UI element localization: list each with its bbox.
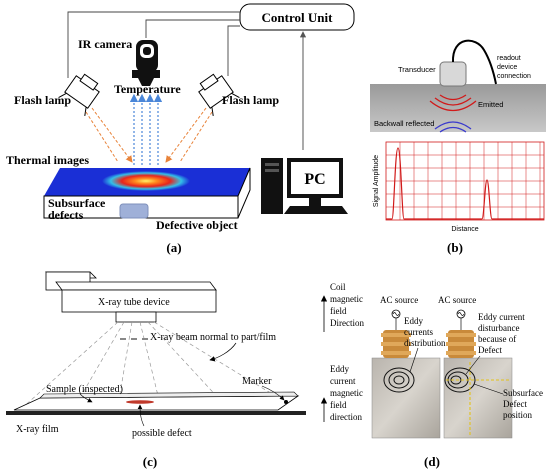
coil-label-1: Coil [330,282,346,292]
ac-source-right-label: AC source [438,295,476,305]
wire-right-lamp [227,25,240,76]
possible-defect-label: possible defect [132,428,192,439]
defective-object-label: Defective object [156,218,238,232]
disturbance-pointer [465,355,481,375]
ac-source-left-label: AC source [380,295,418,305]
pc-label: PC [304,171,325,188]
xray-film [6,411,306,415]
thermal-images-label: Thermal images [6,153,89,167]
readout-label-3: connection [497,73,531,80]
eddy-label-5: direction [330,412,362,422]
xray-beam-label: X-ray beam normal to part/film [150,332,276,343]
transducer-icon [439,61,467,87]
xray-tube-front-top [55,281,217,291]
ac-source-left-icon [391,309,401,319]
readout-label-2: device [497,64,517,71]
xray-beam-lines [19,321,283,411]
subsurface-label-1: Subsurface [503,388,543,398]
disturbance-label-1: Eddy current [478,312,525,322]
xray-tube-nozzle [115,311,157,323]
eddy-label-4: field [330,400,347,410]
signal-chart [385,141,545,221]
xray-beam-dashes [120,338,148,340]
subsurface-label-3: position [503,410,533,420]
caption-b: (b) [447,240,463,255]
wire-camera [145,19,240,38]
ecd-label-1: Eddy [404,316,423,326]
signal-amplitude-label: Signal Amplitude [373,155,380,207]
test-plate-left [371,357,441,439]
material-block [370,84,546,132]
sample-label: Sample (inspected) [46,384,123,395]
caption-a: (a) [166,240,181,255]
coil-right-icon [446,318,476,358]
defect-pointer [137,404,145,427]
emitted-label: Emitted [478,100,503,109]
temperature-arrows [129,93,163,165]
object-side-face [237,167,251,219]
caption-c: (c) [143,454,157,469]
backwall-reflected-label: Backwall reflected [374,119,434,128]
ac-source-right-icon [456,309,466,319]
coil-left-icon [381,318,411,358]
temperature-label: Temperature [114,82,181,96]
backwall-reflected-waves [434,121,472,133]
pc-icon [261,158,348,214]
sample-pointer [79,393,93,403]
flash-lamp-right-label: Flash lamp [222,93,279,107]
defect-crosshair [446,362,510,436]
ir-camera-icon [132,40,160,86]
flash-lamp-left-label: Flash lamp [14,93,71,107]
wire-left-lamp [67,11,240,78]
ir-camera-label: IR camera [78,37,132,51]
possible-defect-mark [126,400,154,404]
disturbance-label-4: Defect [478,345,502,355]
xray-tube-label: X-ray tube device [98,297,170,308]
control-unit-box [239,3,355,31]
sample-plate-top [39,391,299,399]
marker-label: Marker [242,376,272,387]
eddy-label-3: magnetic [330,388,363,398]
xray-film-label: X-ray film [16,424,59,435]
control-unit-label: Control Unit [262,10,334,25]
emitted-waves [429,94,477,112]
marker-pointer [261,385,285,401]
thermal-hotspot [102,171,190,191]
ecd-label-2: currents [404,327,433,337]
transducer-label: Transducer [398,65,436,74]
caption-d: (d) [424,454,440,469]
subsurface-defect-block [119,203,149,219]
eddy-label-2: current [330,376,356,386]
readout-label-1: readout [497,55,521,62]
test-plate-right [443,357,513,439]
ecd-pointer [409,347,419,373]
disturbance-label-2: disturbance [478,323,519,333]
coil-label-3: field [330,306,347,316]
eddy-rings-left [383,367,415,393]
marker-dot [284,400,288,404]
subsurface-defects-label-1: Subsurface [48,196,106,210]
distance-label: Distance [451,226,478,233]
panel-a: Control Unit IR camera Flash lamp [6,3,355,255]
coil-label-2: magnetic [330,294,363,304]
beam-pointer [209,342,237,362]
subsurface-pointer [473,383,504,395]
eddy-label-1: Eddy [330,364,349,374]
flash-lamp-right-icon [198,73,240,116]
panel-d: Coil magnetic field Direction Eddy curre… [320,282,543,469]
panel-c: X-ray tube device X-ray beam normal to p… [6,271,306,469]
flash-heat-arrows [85,107,213,163]
subsurface-defects-label-2: defects [48,208,84,222]
flash-lamp-left-icon [58,73,100,116]
ecd-label-3: distribution [404,338,446,348]
subsurface-label-2: Defect [503,399,527,409]
signal-trace [386,147,544,220]
coil-label-4: Direction [330,318,364,328]
panel-b: Transducer readout device connection Emi… [370,39,546,255]
disturbance-label-3: because of [478,334,516,344]
readout-cable [451,39,497,85]
